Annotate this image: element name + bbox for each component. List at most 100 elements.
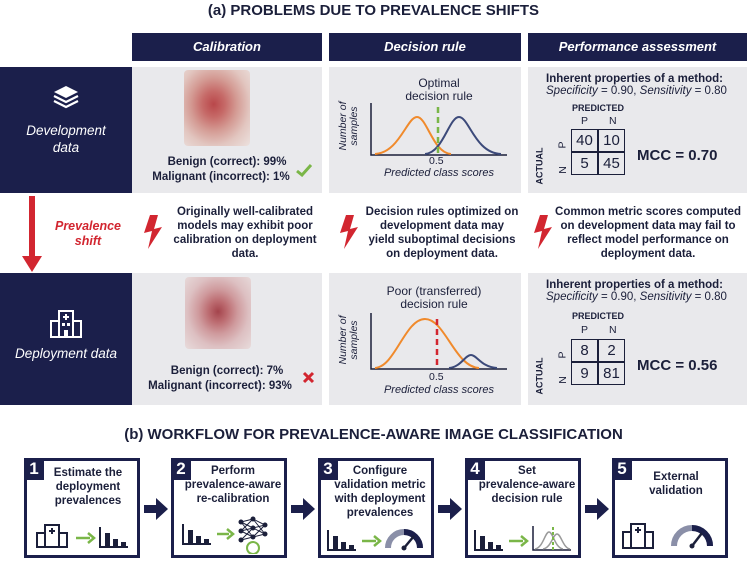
shift-arrow-icon xyxy=(22,196,42,272)
step-4-text: Set prevalence-aware decision rule xyxy=(475,464,579,506)
dep-pred-n: N xyxy=(609,324,617,336)
step-3-text: Configure validation metric with deploym… xyxy=(328,464,432,520)
dev-decision-title-line1: Optimal xyxy=(418,76,460,90)
shift-label-line1: Prevalence xyxy=(54,219,122,233)
column-header-calibration: Calibration xyxy=(132,33,322,61)
decision-dep-panel: Poor (transferred) decision rule Number … xyxy=(329,273,521,405)
dev-actual-label: ACTUAL xyxy=(534,147,545,185)
dev-act-p: P xyxy=(556,141,569,149)
hospital-gauge-icon xyxy=(622,523,713,549)
dep-mcc: MCC = 0.56 xyxy=(637,357,718,374)
step-1-line2: deployment xyxy=(55,481,121,493)
dev-cell-fp: 5 xyxy=(571,152,598,175)
part-b-title: (b) WORKFLOW FOR PREVALENCE-AWARE IMAGE … xyxy=(124,426,623,443)
shift-text-decision: Decision rules optimized on development … xyxy=(354,205,530,261)
shift-text-performance: Common metric scores computed on develop… xyxy=(550,205,746,261)
dev-pred-p: P xyxy=(581,115,589,127)
dev-pred-n: N xyxy=(609,115,617,127)
lightning-icon-calibration xyxy=(144,215,162,249)
dep-perf-heading: Inherent properties of a method: xyxy=(546,279,723,291)
shift-perf-line2: on development data may fail to xyxy=(560,220,736,232)
step-4-line1: Set xyxy=(518,465,536,477)
dep-act-n: N xyxy=(556,376,569,384)
dep-decision-title-line2: decision rule xyxy=(400,297,468,311)
dev-malignant-text: Malignant (incorrect): 1% xyxy=(152,171,290,183)
dep-cell-fp: 9 xyxy=(571,362,598,385)
dev-benign-text: Benign (correct): 99% xyxy=(167,156,287,168)
shift-calib-line2: models may exhibit poor xyxy=(177,220,313,232)
shift-calib-line1: Originally well-calibrated xyxy=(176,206,314,218)
dep-decision-title-line1: Poor (transferred) xyxy=(386,284,482,298)
dev-decision-title-line2: decision rule xyxy=(405,89,473,103)
dep-threshold-label: 0.5 xyxy=(429,371,444,383)
step-1-line3: prevalences xyxy=(54,495,122,507)
prevalence-shift-label: Prevalence shift xyxy=(44,219,132,249)
dev-cell-fn: 10 xyxy=(598,129,625,152)
step-2-line3: re-calibration xyxy=(196,493,270,505)
step-5-line1: External xyxy=(653,471,699,483)
shift-perf-line4: deployment data. xyxy=(600,248,696,260)
workflow-step-1: 1 Estimate the deployment prevalences xyxy=(24,458,140,558)
workflow-step-5: 5 External validation xyxy=(612,458,728,558)
dev-ylabel-line2: samples xyxy=(348,106,360,146)
dev-predicted-label: PREDICTED xyxy=(572,103,625,113)
development-label-line1: Development xyxy=(26,123,106,138)
step-4-line2: prevalence-aware xyxy=(478,479,576,491)
dev-perf-heading: Inherent properties of a method: xyxy=(546,73,723,85)
step-2-number: 2 xyxy=(176,459,186,478)
lesion-image-dep xyxy=(185,277,251,349)
shift-calib-line4: data. xyxy=(231,248,259,260)
chart-to-threshold-icon xyxy=(474,526,571,551)
step-4-number: 4 xyxy=(470,459,480,478)
step-1-line1: Estimate the xyxy=(53,467,123,479)
dev-spec-label: Specificity xyxy=(546,85,598,97)
arrow-icon-2 xyxy=(291,498,315,520)
performance-dev-panel: Inherent properties of a method: Specifi… xyxy=(528,67,747,193)
shift-text-calibration: Originally well-calibrated models may ex… xyxy=(160,205,330,261)
deployment-label: Deployment data xyxy=(14,346,118,361)
dep-spec-label: Specificity xyxy=(546,291,598,303)
calibration-dep-panel: Benign (correct): 7% Malignant (incorrec… xyxy=(132,273,322,405)
dep-actual-label: ACTUAL xyxy=(534,357,545,395)
dep-spec-value: = 0.90, xyxy=(597,291,640,303)
shift-dec-line2: development data may xyxy=(380,220,504,232)
development-label-line2: data xyxy=(52,140,80,155)
chart-neural-net-icon xyxy=(182,516,268,554)
dep-sens-label: Sensitivity xyxy=(639,291,692,303)
calibration-dev-panel: Benign (correct): 99% Malignant (incorre… xyxy=(132,67,322,193)
lightning-icon-decision xyxy=(340,215,358,249)
development-row-label: Development data xyxy=(0,67,132,193)
dep-benign-text: Benign (correct): 7% xyxy=(170,365,284,377)
arrow-icon-3 xyxy=(438,498,462,520)
step-5-number: 5 xyxy=(617,459,627,478)
shift-calib-line3: calibration on deployment xyxy=(173,234,317,246)
dev-ylabel: Number of samples xyxy=(337,96,360,156)
dep-sens-value: = 0.80 xyxy=(691,291,727,303)
step-3-line4: prevalences xyxy=(346,507,414,519)
step-3-line1: Configure xyxy=(352,465,408,477)
dev-distribution-plot xyxy=(370,103,507,156)
column-header-performance: Performance assessment xyxy=(528,33,747,61)
dep-perf-properties: Specificity = 0.90, Sensitivity = 0.80 xyxy=(546,291,727,303)
column-header-decision-rule: Decision rule xyxy=(329,33,521,61)
step-4-line3: decision rule xyxy=(491,493,563,505)
workflow-step-2: 2 Perform prevalence-aware re-calibratio… xyxy=(171,458,287,558)
dev-perf-properties: Specificity = 0.90, Sensitivity = 0.80 xyxy=(546,85,727,97)
step-1-text: Estimate the deployment prevalences xyxy=(40,466,136,508)
check-icon xyxy=(296,164,312,177)
dev-xlabel: Predicted class scores xyxy=(383,167,495,179)
step-3-line3: with deployment xyxy=(334,493,426,505)
dep-cell-tn: 81 xyxy=(598,362,625,385)
dev-act-n: N xyxy=(556,166,569,174)
hospital-to-chart-icon xyxy=(36,524,128,548)
dev-cell-tp: 40 xyxy=(571,129,598,152)
dev-sens-value: = 0.80 xyxy=(691,85,727,97)
step-5-text: External validation xyxy=(626,470,726,498)
dep-ylabel: Number of samples xyxy=(337,310,360,370)
shift-label-line2: shift xyxy=(74,234,102,248)
dev-decision-title: Optimal decision rule xyxy=(389,77,489,103)
cross-icon xyxy=(302,371,315,384)
shift-dec-line4: on deployment data. xyxy=(386,248,498,260)
step-1-number: 1 xyxy=(29,459,39,478)
lesion-image-dev xyxy=(184,70,250,146)
